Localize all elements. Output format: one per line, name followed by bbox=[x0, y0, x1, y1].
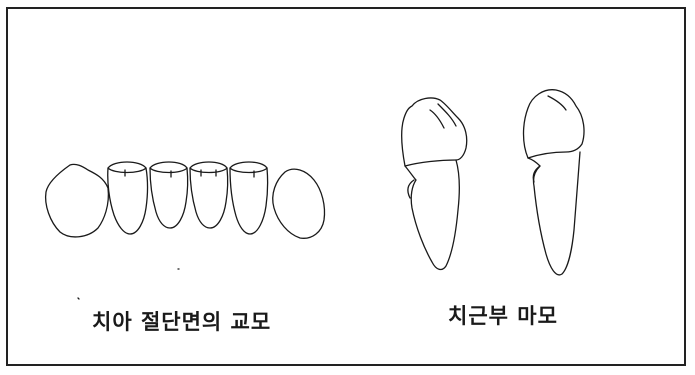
tooth-root-abrasion-right bbox=[524, 90, 585, 275]
tooth-right-canine bbox=[273, 169, 325, 238]
tooth-left-canine bbox=[46, 164, 109, 237]
speck-marks bbox=[78, 269, 179, 299]
left-caption: 치아 절단면의 교모 bbox=[92, 306, 271, 336]
tooth-worn-incisor-4 bbox=[230, 162, 268, 234]
tooth-worn-incisor-2 bbox=[150, 162, 188, 228]
tooth-worn-incisor-3 bbox=[190, 162, 228, 228]
right-caption: 치근부 마모 bbox=[448, 300, 558, 330]
tooth-root-abrasion-left bbox=[402, 98, 467, 269]
tooth-worn-incisor-1 bbox=[108, 162, 148, 234]
